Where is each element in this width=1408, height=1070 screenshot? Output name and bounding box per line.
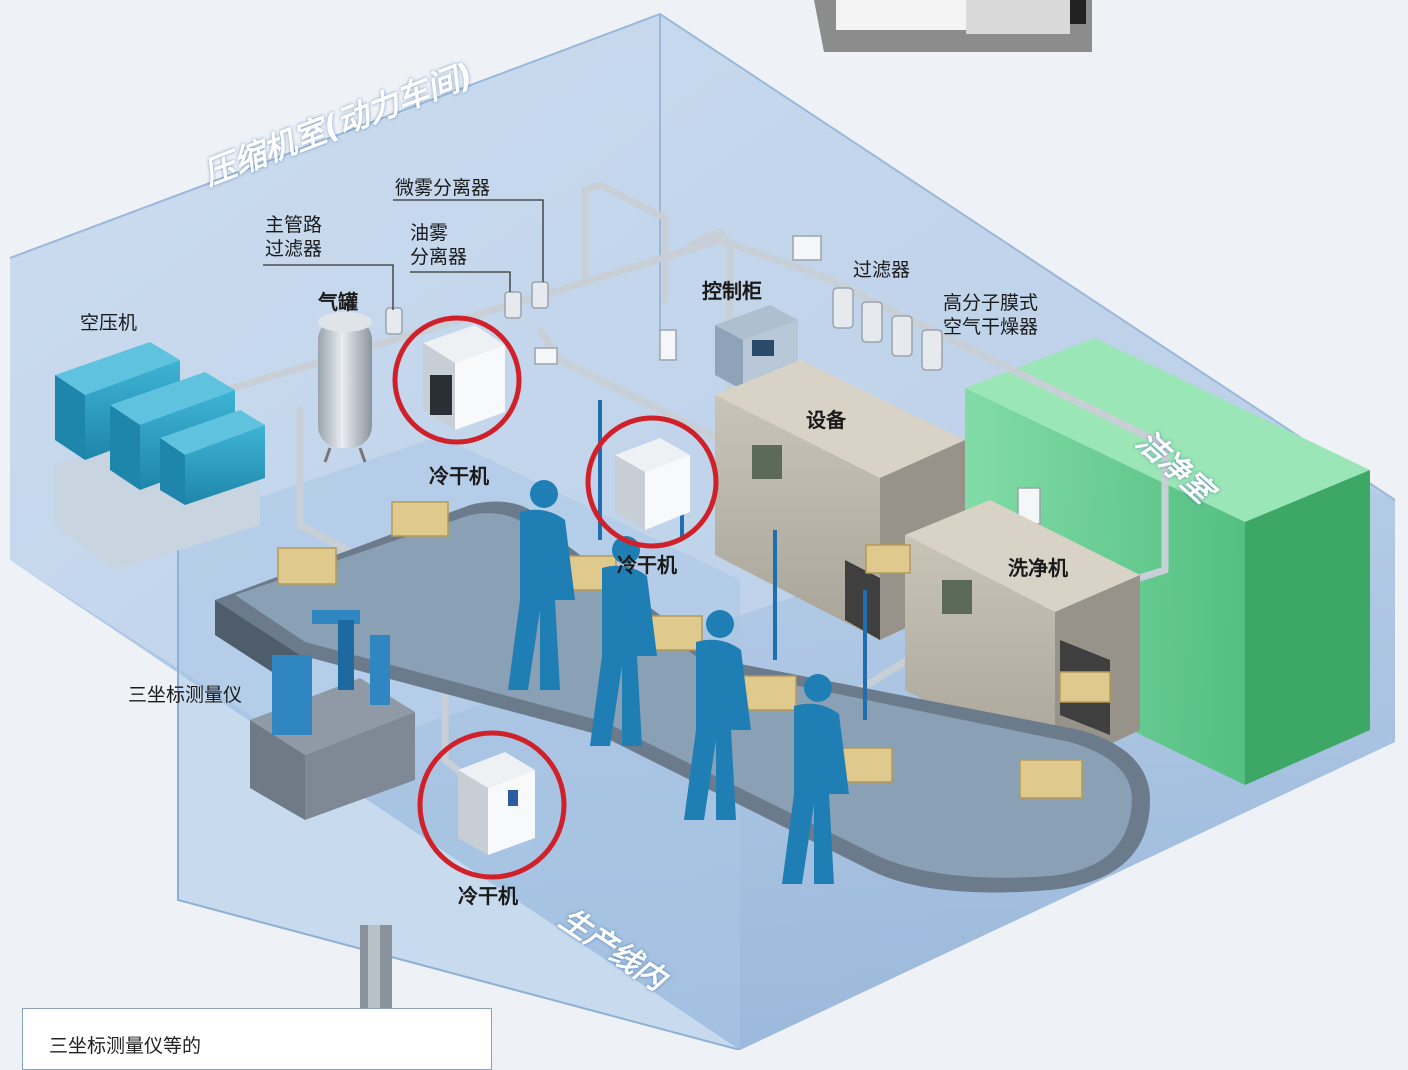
callout-box: 三坐标测量仪等的 bbox=[22, 1008, 492, 1070]
label-dryer-3: 冷干机 bbox=[458, 884, 518, 908]
dryer-highlights bbox=[392, 315, 719, 880]
label-dryer-1: 冷干机 bbox=[429, 464, 489, 488]
dryer-units bbox=[423, 325, 690, 855]
label-micro-mist-separator: 微雾分离器 bbox=[395, 177, 491, 199]
workers bbox=[508, 480, 849, 884]
label-membrane-dryer: 高分子膜式 空气干燥器 bbox=[943, 292, 1039, 338]
label-washer: 洗净机 bbox=[1008, 556, 1068, 580]
air-compressors bbox=[55, 342, 265, 570]
label-oil-mist-separator: 油雾 分离器 bbox=[410, 222, 468, 268]
label-dryer-2: 冷干机 bbox=[617, 553, 677, 577]
label-air-compressor: 空压机 bbox=[80, 312, 138, 334]
top-device bbox=[814, 0, 1092, 52]
control-cabinet bbox=[715, 305, 798, 390]
label-equipment: 设备 bbox=[806, 408, 846, 432]
label-air-tank: 气罐 bbox=[318, 290, 358, 314]
label-main-line-filter: 主管路 过滤器 bbox=[265, 214, 323, 260]
label-control-cabinet: 控制柜 bbox=[702, 279, 762, 303]
label-cmm: 三坐标测量仪 bbox=[128, 684, 243, 706]
air-tank bbox=[318, 312, 372, 463]
leader-lines bbox=[263, 199, 544, 310]
cmm-machine bbox=[250, 610, 415, 820]
callout-text: 三坐标测量仪等的 bbox=[49, 1035, 202, 1057]
label-filter: 过滤器 bbox=[853, 259, 911, 281]
